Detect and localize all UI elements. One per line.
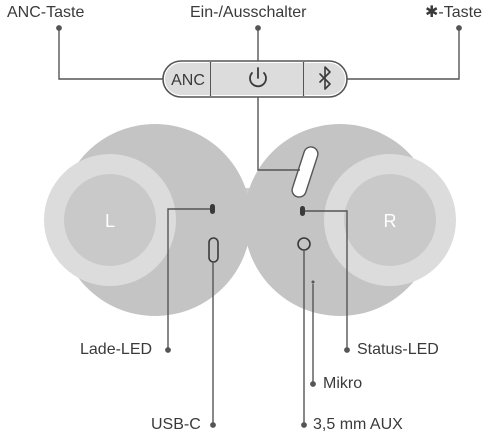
power-icon <box>249 67 267 88</box>
right-cup-letter: R <box>384 211 397 231</box>
label-power-switch: Ein-/Ausschalter <box>190 4 307 21</box>
label-status-led: Status-LED <box>357 341 439 358</box>
status-led <box>300 206 305 216</box>
label-mic: Mikro <box>323 375 363 392</box>
control-bar: ANC <box>162 60 348 98</box>
right-earcup: R <box>244 124 456 316</box>
label-usb-c: USB-C <box>151 416 201 433</box>
label-anc-key: ANC-Taste <box>7 4 85 21</box>
left-earcup: L <box>44 124 251 316</box>
anc-key-text: ANC <box>171 72 205 89</box>
charge-led <box>210 204 215 214</box>
bluetooth-icon <box>319 66 331 90</box>
label-bt-key: ✱-Taste <box>425 4 482 21</box>
left-cup-letter: L <box>105 211 115 231</box>
mic-hole <box>311 280 315 284</box>
label-aux: 3,5 mm AUX <box>313 416 403 433</box>
label-charge-led: Lade-LED <box>80 341 153 358</box>
leader-lines <box>56 25 462 428</box>
